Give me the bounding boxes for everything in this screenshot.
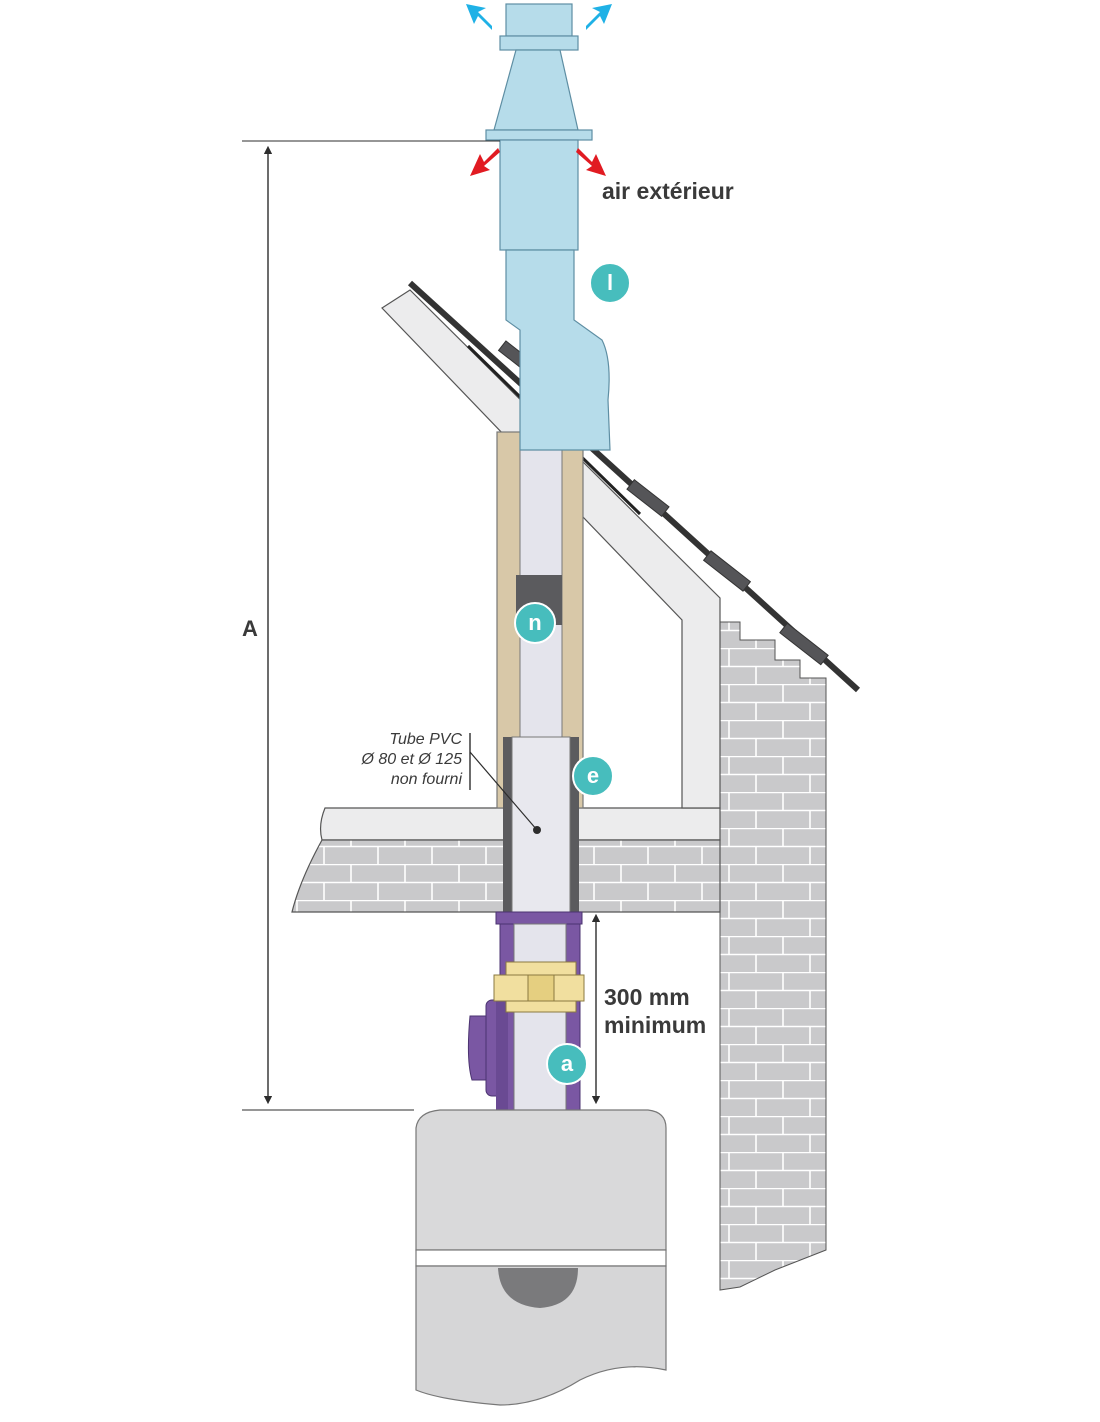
insulated-casing	[496, 431, 584, 916]
badge-n: n	[514, 602, 556, 644]
air-flow-arrows	[466, 4, 612, 176]
appliance-adapter	[467, 911, 585, 1116]
pvc-note-line2: Ø 80 et Ø 125	[361, 751, 462, 768]
pvc-note: Tube PVC Ø 80 et Ø 125 non fourni	[361, 730, 462, 790]
pvc-note-leader	[469, 733, 541, 834]
air-exterieur-label: air extérieur	[602, 178, 734, 204]
brick-wall	[719, 621, 827, 1291]
badge-l: l	[589, 262, 631, 304]
boiler-appliance	[415, 1109, 667, 1406]
air-in-arrow-right	[576, 148, 606, 176]
pvc-note-line1: Tube PVC	[389, 731, 462, 748]
air-out-arrow-right	[586, 4, 612, 30]
air-in-arrow-left	[470, 148, 500, 176]
dimension-A-label: A	[242, 616, 258, 641]
badge-a: a	[546, 1043, 588, 1085]
air-out-arrow-left	[466, 4, 492, 30]
min-length-value-label: 300 mm	[604, 984, 690, 1010]
roof-terminal	[485, 3, 611, 451]
min-length-word-label: minimum	[604, 1012, 707, 1038]
dimension-A	[242, 140, 500, 1111]
badge-e: e	[572, 755, 614, 797]
pvc-note-line3: non fourni	[390, 771, 462, 788]
